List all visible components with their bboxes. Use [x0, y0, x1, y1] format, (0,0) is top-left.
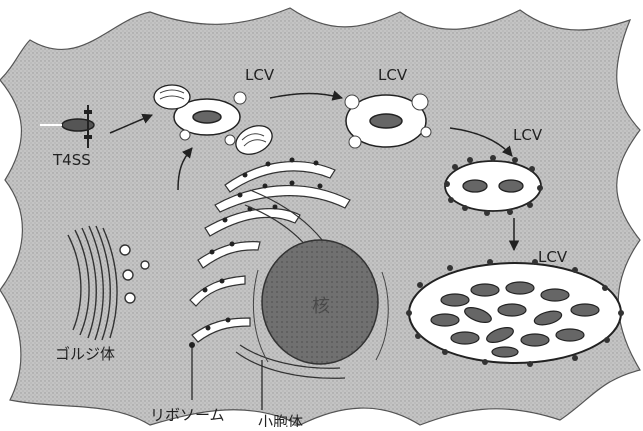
ribosome-label: リボソーム	[150, 406, 225, 424]
lcv-label-4: LCV	[538, 248, 568, 266]
lcv-label-1: LCV	[245, 66, 275, 84]
nucleus-label: 核	[312, 296, 330, 317]
lcv-label-3: LCV	[513, 126, 543, 144]
golgi-label: ゴルジ体	[55, 345, 115, 363]
er-label: 小胞体	[258, 413, 303, 427]
t4ss-label: T4SS	[52, 151, 91, 169]
lcv-label-2: LCV	[378, 66, 408, 84]
